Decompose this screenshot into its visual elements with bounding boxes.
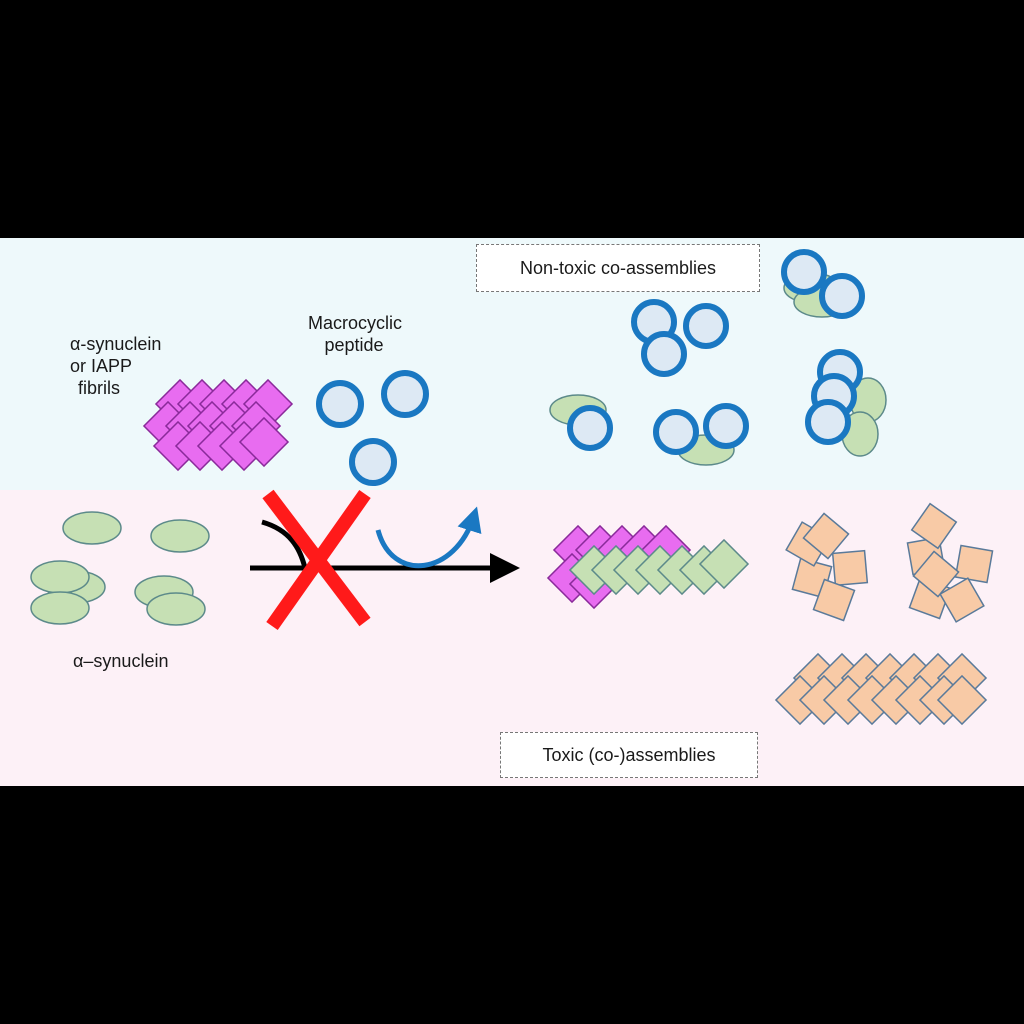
peptide-curved-arrow	[375, 506, 482, 569]
macrocyclic-label-line-2: peptide	[324, 335, 384, 355]
mixed-fibril	[546, 524, 750, 610]
toxic-oligomer-2	[906, 502, 994, 623]
macrocyclic-label: Macrocyclic peptide	[308, 312, 403, 356]
macrocyclic-peptides	[316, 370, 429, 486]
nontoxic-coassembly-5	[805, 349, 887, 457]
toxic-label-box: Toxic (co-)assemblies	[500, 732, 758, 778]
diagram-panel: α-synuclein or IAPP fibrils Macrocyclic …	[0, 238, 1024, 786]
macrocyclic-label-line-1: Macrocyclic	[308, 313, 403, 333]
nontoxic-coassembly-3	[549, 394, 613, 451]
fibrils-label-line-2: or IAPP	[70, 356, 133, 376]
nontoxic-coassembly-1	[781, 249, 865, 319]
fibrils-label-line-3: fibrils	[78, 378, 121, 398]
blocked-x-icon	[262, 489, 371, 631]
nontoxic-coassembly-2	[631, 299, 729, 377]
fibril-entry-arc	[261, 519, 308, 569]
toxic-oligomer-1	[785, 512, 869, 622]
synuclein-monomers	[30, 511, 210, 626]
synuclein-label: α–synuclein	[73, 651, 169, 671]
toxic-fibril	[774, 652, 988, 726]
nontoxic-coassembly-4	[653, 403, 749, 466]
fibrils-label: α-synuclein or IAPP fibrils	[70, 333, 161, 399]
nontoxic-label-box: Non-toxic co-assemblies	[476, 244, 760, 292]
fibrils-label-line-1: α-synuclein	[70, 334, 162, 354]
fibril-stack-magenta	[142, 378, 294, 472]
diagram-canvas	[0, 238, 1024, 786]
